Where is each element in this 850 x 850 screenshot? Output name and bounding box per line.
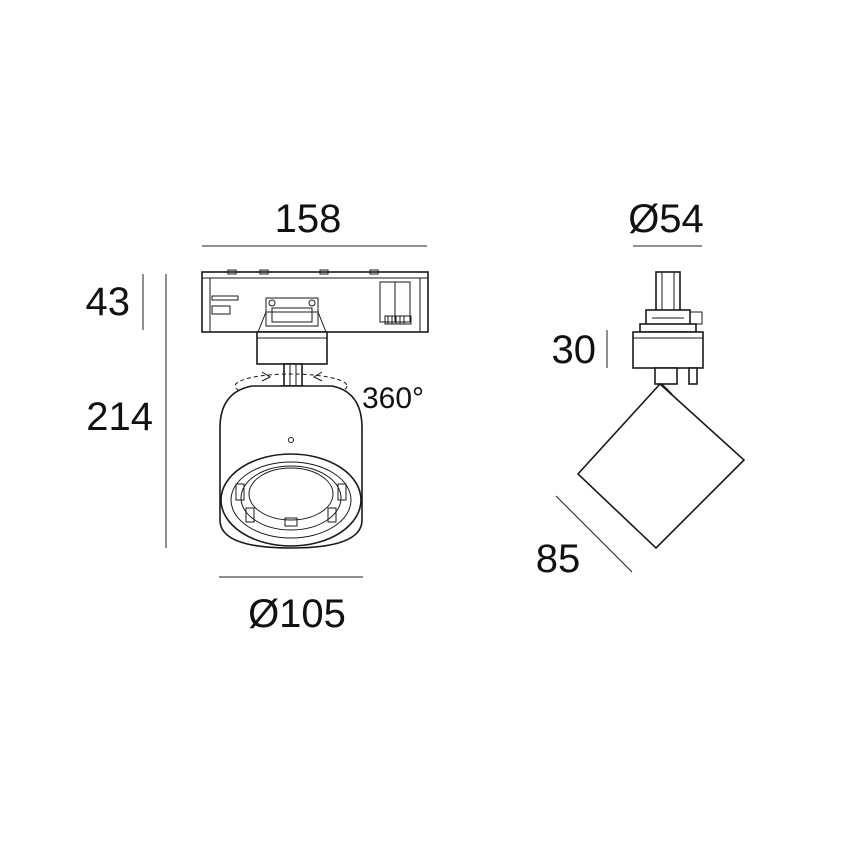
rotation-label: 360° bbox=[362, 382, 424, 415]
lamp-head-front bbox=[219, 385, 363, 549]
side-view: Ø54 30 85 bbox=[536, 197, 746, 581]
side-adapter-clip bbox=[639, 271, 703, 333]
lamp-head-side bbox=[576, 382, 746, 550]
track-adapter bbox=[201, 269, 429, 333]
head-diameter-dimension-label: Ø105 bbox=[248, 592, 346, 636]
head-depth-dimension-label: 85 bbox=[536, 537, 581, 581]
head-depth-dimension-line bbox=[555, 495, 633, 573]
total-height-dimension-label: 214 bbox=[86, 395, 153, 439]
front-view: 158 43 214 bbox=[86, 197, 429, 636]
stem-height-dimension-label: 30 bbox=[552, 328, 597, 372]
side-stem bbox=[632, 331, 704, 385]
width-dimension-label: 158 bbox=[275, 197, 342, 241]
stem-diameter-dimension-label: Ø54 bbox=[628, 197, 704, 241]
adapter-height-dimension-label: 43 bbox=[86, 280, 131, 324]
